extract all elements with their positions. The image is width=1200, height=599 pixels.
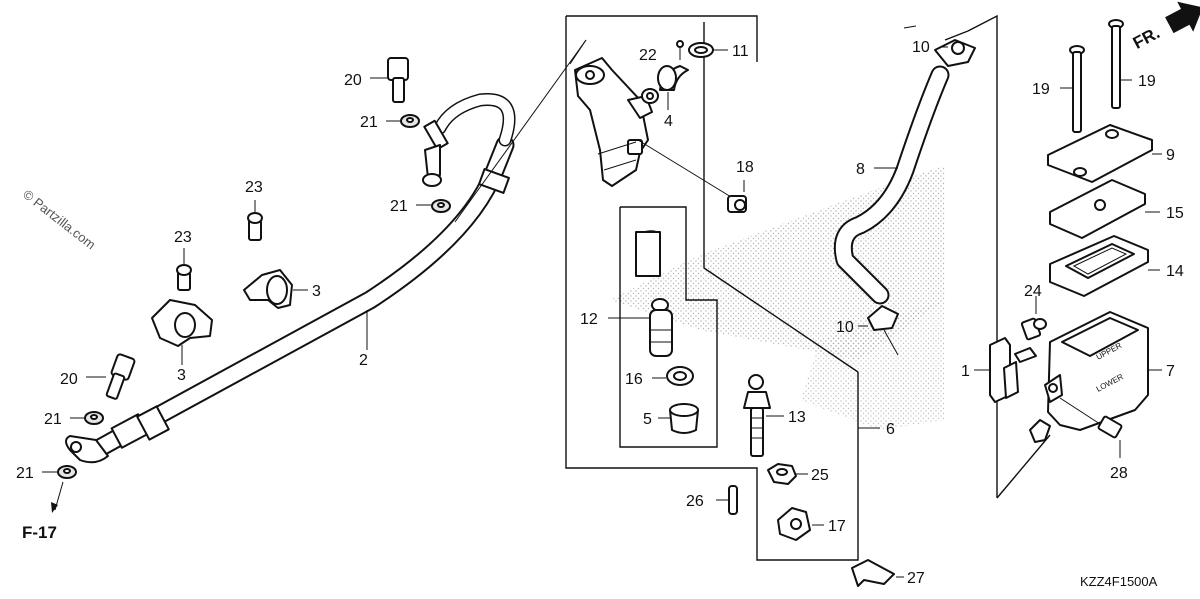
bolt-18 bbox=[637, 139, 747, 213]
front-arrow: FR. bbox=[1130, 1, 1200, 53]
hose-clamp-upper bbox=[243, 269, 308, 309]
circlip-16 bbox=[652, 366, 694, 386]
diaphragm-14 bbox=[1049, 235, 1160, 297]
callout-17: 17 bbox=[828, 518, 846, 535]
callout-23-lower: 23 bbox=[174, 229, 192, 246]
callout-8: 8 bbox=[856, 161, 865, 178]
callout-20-upper: 20 bbox=[344, 72, 362, 89]
callout-22: 22 bbox=[639, 47, 657, 64]
washer-4 bbox=[641, 88, 669, 110]
bracket-1 bbox=[974, 337, 1037, 403]
reservoir-7: UPPER LOWER bbox=[1029, 311, 1162, 443]
push-rod-13 bbox=[743, 374, 784, 457]
callout-3-upper: 3 bbox=[312, 283, 321, 300]
joint-17 bbox=[777, 507, 824, 541]
banjo-bolt-20-upper bbox=[370, 57, 409, 103]
callout-20-lower: 20 bbox=[60, 371, 78, 388]
callout-1: 1 bbox=[961, 363, 970, 380]
nut-25 bbox=[767, 463, 808, 485]
pin-26 bbox=[716, 485, 738, 515]
callout-21-c: 21 bbox=[44, 411, 62, 428]
hose-leader-lines bbox=[366, 39, 587, 350]
figure-ref-label: F-17 bbox=[22, 523, 57, 542]
callout-21-d: 21 bbox=[16, 465, 34, 482]
callout-5: 5 bbox=[643, 411, 652, 428]
bolt-28 bbox=[1059, 397, 1123, 458]
hose-joint-22 bbox=[657, 40, 689, 91]
reservoir-hose bbox=[833, 25, 976, 356]
callout-2: 2 bbox=[359, 352, 368, 369]
callout-12: 12 bbox=[580, 311, 598, 328]
cotter-pin-27 bbox=[851, 559, 904, 587]
hose-clamp-lower bbox=[151, 299, 213, 365]
cap-9 bbox=[1047, 124, 1162, 183]
callout-4: 4 bbox=[664, 113, 673, 130]
washer-21-c bbox=[70, 411, 104, 425]
spring bbox=[635, 230, 661, 277]
banjo-bolt-20-lower bbox=[86, 353, 136, 400]
callout-14: 14 bbox=[1166, 263, 1184, 280]
plate-15 bbox=[1049, 179, 1160, 239]
callout-28: 28 bbox=[1110, 465, 1128, 482]
piston-assembly bbox=[608, 298, 673, 357]
front-ref-label: FR. bbox=[1130, 23, 1163, 53]
callout-18: 18 bbox=[736, 159, 754, 176]
screw-23-lower bbox=[176, 248, 192, 291]
bolt-19-left bbox=[1060, 45, 1085, 133]
callout-3-lower: 3 bbox=[177, 367, 186, 384]
callout-9: 9 bbox=[1166, 147, 1175, 164]
screw-23-upper bbox=[247, 200, 263, 241]
callout-16: 16 bbox=[625, 371, 643, 388]
hose-clamp-11 bbox=[688, 42, 728, 58]
callout-7: 7 bbox=[1166, 363, 1175, 380]
washer-21-d bbox=[42, 465, 77, 513]
callout-10-upper: 10 bbox=[912, 39, 930, 56]
callout-13: 13 bbox=[788, 409, 806, 426]
callout-23-upper: 23 bbox=[245, 179, 263, 196]
watermark-text: © Partzilla.com bbox=[20, 187, 98, 253]
callout-19-right: 19 bbox=[1138, 73, 1156, 90]
callout-24: 24 bbox=[1024, 283, 1042, 300]
washer-21-a bbox=[386, 114, 420, 128]
boot-5 bbox=[658, 403, 699, 434]
frame-lines bbox=[565, 14, 1051, 561]
callout-27: 27 bbox=[907, 570, 925, 587]
callout-21-a: 21 bbox=[360, 114, 378, 131]
callout-25: 25 bbox=[811, 467, 829, 484]
callout-6: 6 bbox=[886, 421, 895, 438]
washer-21-b bbox=[416, 199, 451, 213]
master-cylinder-body bbox=[574, 57, 653, 187]
callout-26: 26 bbox=[686, 493, 704, 510]
callout-15: 15 bbox=[1166, 205, 1184, 222]
diagram-code: KZZ4F1500A bbox=[1080, 574, 1158, 589]
brake-hose bbox=[65, 93, 516, 464]
callout-10-lower: 10 bbox=[836, 319, 854, 336]
bolt-19-right bbox=[1108, 19, 1132, 109]
screw-24 bbox=[1020, 296, 1047, 341]
callout-11: 11 bbox=[732, 43, 749, 60]
callout-labels: 2 3 3 20 20 21 21 21 21 23 23 22 11 4 18… bbox=[16, 39, 1184, 587]
callout-19-left: 19 bbox=[1032, 81, 1050, 98]
callout-21-b: 21 bbox=[390, 198, 408, 215]
